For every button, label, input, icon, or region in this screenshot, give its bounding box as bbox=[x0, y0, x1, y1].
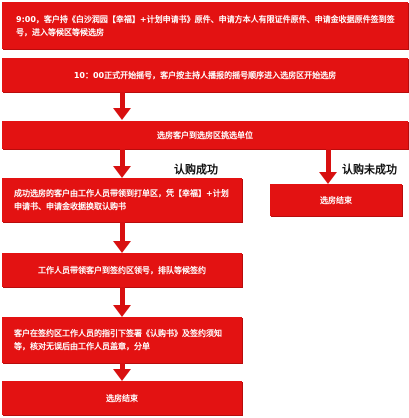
branch-fail-label: 认购未成功 bbox=[342, 163, 397, 176]
arrow-3-stem bbox=[120, 149, 125, 167]
arrow-6-head bbox=[113, 369, 131, 381]
arrow-5-stem bbox=[120, 287, 125, 306]
step-2-text: 10：00正式开始摇号，客户按主持人播报的摇号顺序进入选房区开始选房 bbox=[73, 70, 337, 80]
arrow-4-head bbox=[113, 241, 131, 253]
arrow-2-stem bbox=[120, 92, 125, 110]
arrow-3-head bbox=[113, 166, 131, 178]
arrow-fail-stem bbox=[326, 149, 331, 173]
success-step-2-box: 工作人员带领客户到签约区领号，排队等候签约 bbox=[2, 253, 242, 287]
fail-end-text: 选房结束 bbox=[320, 195, 352, 205]
fail-end-box: 选房结束 bbox=[270, 184, 402, 216]
step-3-box: 选房客户到选房区挑选单位 bbox=[2, 121, 408, 149]
success-step-2-text: 工作人员带领客户到签约区领号，排队等候签约 bbox=[38, 265, 206, 275]
branch-success-label: 认购成功 bbox=[174, 163, 218, 176]
success-step-1-box: 成功选房的客户由工作人员带领到打单区，凭【幸福】+计划申请书、申请金收据换取认购… bbox=[2, 178, 242, 222]
arrow-fail-head bbox=[319, 172, 337, 184]
step-1-text: 9:00，客户持《白沙润园【幸福】+计划申请书》原件、申请方本人有限证件原件、申… bbox=[16, 14, 395, 37]
success-end-text: 选房结束 bbox=[106, 393, 138, 403]
success-step-1-text: 成功选房的客户由工作人员带领到打单区，凭【幸福】+计划申请书、申请金收据换取认购… bbox=[14, 189, 229, 211]
arrow-6-stem bbox=[120, 363, 125, 370]
success-step-3-text: 客户在签约区工作人员的指引下签署《认购书》及签约须知等，核对无误后由工作人员盖章… bbox=[14, 329, 222, 351]
arrow-5-head bbox=[113, 305, 131, 317]
step-2-box: 10：00正式开始摇号，客户按主持人播报的摇号顺序进入选房区开始选房 bbox=[2, 58, 408, 92]
arrow-2-head bbox=[113, 108, 131, 120]
success-end-box: 选房结束 bbox=[2, 381, 242, 415]
success-step-3-box: 客户在签约区工作人员的指引下签署《认购书》及签约须知等，核对无误后由工作人员盖章… bbox=[2, 317, 242, 363]
arrow-4-stem bbox=[120, 222, 125, 242]
step-3-text: 选房客户到选房区挑选单位 bbox=[157, 130, 253, 140]
step-1-box: 9:00，客户持《白沙润园【幸福】+计划申请书》原件、申请方本人有限证件原件、申… bbox=[2, 2, 408, 49]
